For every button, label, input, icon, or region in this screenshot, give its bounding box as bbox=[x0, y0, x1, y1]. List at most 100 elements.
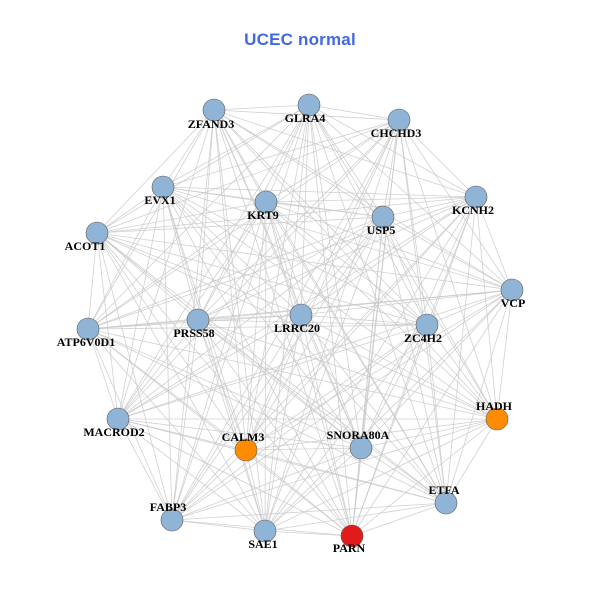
edge-EVX1-LRRC20 bbox=[162, 186, 302, 316]
edge-MACROD2-FABP3 bbox=[117, 418, 173, 521]
node-label-MACROD2: MACROD2 bbox=[83, 425, 144, 439]
node-GLRA4 bbox=[297, 93, 321, 117]
node-ETFA bbox=[434, 491, 458, 515]
node-label-PRSS58: PRSS58 bbox=[173, 326, 214, 340]
edge-GLRA4-KCNH2 bbox=[308, 104, 477, 198]
edge-ACOT1-SNORA80A bbox=[96, 232, 362, 449]
edge-MACROD2-SAE1 bbox=[117, 418, 266, 532]
edge-ATP6V0D1-SNORA80A bbox=[87, 328, 362, 449]
edge-KRT9-ETFA bbox=[265, 201, 447, 504]
node-USP5 bbox=[371, 205, 395, 229]
edge-VCP-MACROD2 bbox=[117, 289, 513, 420]
edge-ZC4H2-MACROD2 bbox=[117, 324, 428, 420]
node-label-ZFAND3: ZFAND3 bbox=[188, 117, 234, 131]
node-PARN bbox=[340, 524, 364, 548]
edge-PRSS58-CALM3 bbox=[197, 319, 247, 451]
node-label-SAE1: SAE1 bbox=[248, 537, 277, 551]
edge-USP5-HADH bbox=[382, 216, 498, 420]
node-SAE1 bbox=[253, 519, 277, 543]
edge-LRRC20-HADH bbox=[300, 314, 498, 420]
edge-ACOT1-ZC4H2 bbox=[96, 232, 428, 326]
node-ZFAND3 bbox=[202, 98, 226, 122]
edge-ATP6V0D1-FABP3 bbox=[87, 328, 173, 521]
edge-KRT9-SAE1 bbox=[264, 201, 267, 532]
edge-KRT9-PRSS58 bbox=[197, 201, 267, 321]
edge-KRT9-KCNH2 bbox=[265, 196, 477, 203]
edge-VCP-SNORA80A bbox=[360, 289, 513, 449]
edge-ACOT1-HADH bbox=[96, 232, 498, 420]
node-label-ACOT1: ACOT1 bbox=[65, 239, 106, 253]
node-label-ATP6V0D1: ATP6V0D1 bbox=[57, 335, 115, 349]
edge-ACOT1-ATP6V0D1 bbox=[87, 232, 98, 330]
edge-VCP-CALM3 bbox=[245, 289, 513, 451]
edge-ZFAND3-PRSS58 bbox=[197, 109, 215, 321]
edge-HADH-CALM3 bbox=[245, 418, 498, 451]
edge-ZC4H2-PARN bbox=[351, 324, 428, 537]
node-label-KCNH2: KCNH2 bbox=[452, 203, 494, 217]
edge-ZFAND3-EVX1 bbox=[162, 109, 215, 188]
edge-KRT9-SNORA80A bbox=[265, 201, 362, 449]
edge-CHCHD3-FABP3 bbox=[171, 119, 400, 521]
edge-CHCHD3-USP5 bbox=[382, 119, 400, 218]
edge-SNORA80A-SAE1 bbox=[264, 447, 362, 532]
edge-GLRA4-HADH bbox=[308, 104, 498, 420]
edges-layer bbox=[87, 104, 513, 537]
edge-KRT9-FABP3 bbox=[171, 201, 267, 521]
edge-USP5-ATP6V0D1 bbox=[87, 216, 384, 330]
node-CALM3 bbox=[234, 438, 258, 462]
edge-CALM3-FABP3 bbox=[171, 449, 247, 521]
edge-ACOT1-MACROD2 bbox=[96, 232, 119, 420]
edge-KCNH2-PARN bbox=[351, 196, 477, 537]
edge-MACROD2-SNORA80A bbox=[117, 418, 362, 449]
edge-LRRC20-PARN bbox=[300, 314, 353, 537]
edge-HADH-PARN bbox=[351, 418, 498, 537]
edge-CHCHD3-MACROD2 bbox=[117, 119, 400, 420]
labels-layer: GLRA4ZFAND3CHCHD3EVX1KRT9USP5KCNH2ACOT1V… bbox=[57, 111, 526, 555]
edge-USP5-VCP bbox=[382, 216, 513, 291]
edge-PRSS58-SNORA80A bbox=[197, 319, 362, 449]
edge-CHCHD3-ACOT1 bbox=[96, 119, 400, 234]
edge-GLRA4-ZFAND3 bbox=[213, 104, 310, 111]
edge-CHCHD3-ZC4H2 bbox=[398, 119, 428, 326]
node-FABP3 bbox=[160, 508, 184, 532]
edge-ACOT1-SAE1 bbox=[96, 232, 266, 532]
edge-VCP-SAE1 bbox=[264, 289, 513, 532]
edge-KCNH2-VCP bbox=[475, 196, 513, 291]
edge-ZC4H2-CALM3 bbox=[245, 324, 428, 451]
edge-EVX1-PARN bbox=[162, 186, 353, 537]
node-label-USP5: USP5 bbox=[367, 223, 396, 237]
edge-GLRA4-EVX1 bbox=[162, 104, 310, 188]
edge-SNORA80A-FABP3 bbox=[171, 447, 362, 521]
edge-KCNH2-HADH bbox=[475, 196, 498, 420]
edge-VCP-LRRC20 bbox=[300, 289, 513, 316]
edge-ACOT1-VCP bbox=[96, 232, 513, 291]
edge-HADH-SNORA80A bbox=[360, 418, 498, 449]
edge-ZFAND3-USP5 bbox=[213, 109, 384, 218]
edge-USP5-ACOT1 bbox=[96, 216, 384, 234]
node-LRRC20 bbox=[289, 303, 313, 327]
edge-ATP6V0D1-HADH bbox=[87, 328, 498, 420]
edge-EVX1-MACROD2 bbox=[117, 186, 164, 420]
edge-KCNH2-FABP3 bbox=[171, 196, 477, 521]
edge-ACOT1-LRRC20 bbox=[96, 232, 302, 316]
node-label-ETFA: ETFA bbox=[428, 483, 459, 497]
edge-KCNH2-ETFA bbox=[445, 196, 477, 504]
edge-VCP-PRSS58 bbox=[197, 289, 513, 321]
edge-VCP-HADH bbox=[496, 289, 513, 420]
node-label-CALM3: CALM3 bbox=[222, 430, 265, 444]
node-CHCHD3 bbox=[387, 108, 411, 132]
edge-GLRA4-PRSS58 bbox=[197, 104, 310, 321]
edge-VCP-ZC4H2 bbox=[426, 289, 513, 326]
edge-ATP6V0D1-ETFA bbox=[87, 328, 447, 504]
node-label-LRRC20: LRRC20 bbox=[274, 321, 320, 335]
edge-KRT9-ZC4H2 bbox=[265, 201, 428, 326]
node-label-CHCHD3: CHCHD3 bbox=[371, 126, 422, 140]
edge-CALM3-PARN bbox=[245, 449, 353, 537]
edge-CALM3-SAE1 bbox=[245, 449, 266, 532]
edge-KCNH2-ATP6V0D1 bbox=[87, 196, 477, 330]
edge-ATP6V0D1-PARN bbox=[87, 328, 353, 537]
edge-CHCHD3-EVX1 bbox=[162, 119, 400, 188]
edge-KRT9-ACOT1 bbox=[96, 201, 267, 234]
node-label-VCP: VCP bbox=[501, 296, 526, 310]
